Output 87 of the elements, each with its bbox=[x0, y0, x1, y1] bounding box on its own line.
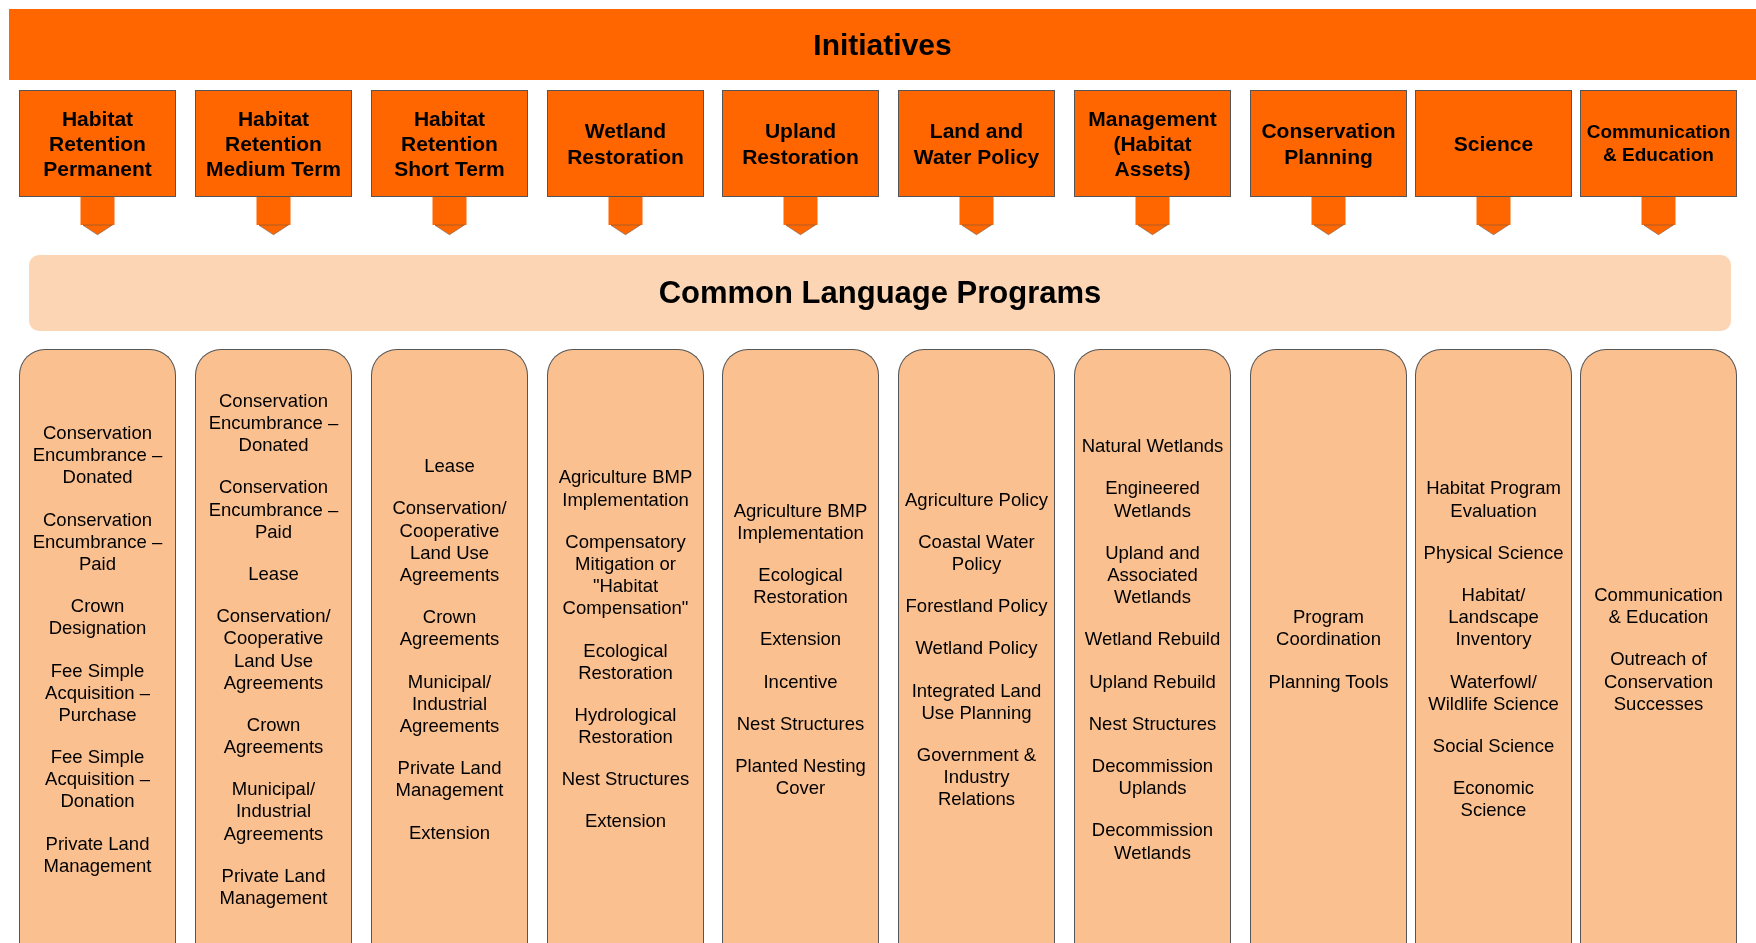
program-item: Outreach of Conservation Successes bbox=[1603, 648, 1714, 715]
program-item: Decommission Wetlands bbox=[1090, 819, 1215, 864]
initiative-box: Habitat Retention Permanent bbox=[19, 90, 176, 197]
program-item: Forestland Policy bbox=[905, 595, 1048, 618]
program-item: Crown Agreements bbox=[222, 713, 325, 759]
initiative-box: Communication & Education bbox=[1580, 90, 1737, 197]
block-arrow bbox=[959, 197, 994, 236]
program-band: Common Language Programs bbox=[29, 255, 1731, 331]
program-item: Program Coordination bbox=[1275, 606, 1382, 651]
program-item: Agriculture BMP Implementation bbox=[557, 466, 694, 511]
program-column bbox=[898, 349, 1055, 943]
program-item: Habitat Program Evaluation bbox=[1425, 477, 1562, 522]
program-item: Incentive bbox=[763, 670, 838, 693]
program-item: Wetland Rebuild bbox=[1084, 628, 1221, 651]
program-item: Crown Designation bbox=[47, 595, 148, 640]
program-item: Engineered Wetlands bbox=[1104, 477, 1201, 522]
program-item: Extension bbox=[408, 821, 491, 844]
program-item: Planning Tools bbox=[1268, 670, 1389, 693]
program-item: Conservation Encumbrance – Donated bbox=[207, 389, 340, 457]
title-banner: Initiatives bbox=[9, 9, 1756, 80]
program-item: Coastal Water Policy bbox=[917, 530, 1036, 576]
program-item: Conservation/ Cooperative Land Use Agreements bbox=[391, 497, 508, 587]
program-item: Economic Science bbox=[1451, 777, 1536, 822]
block-arrow bbox=[608, 197, 643, 236]
program-item: Municipal/ Industrial Agreements bbox=[222, 778, 325, 845]
program-column bbox=[722, 349, 879, 943]
initiative-box: Land and Water Policy bbox=[898, 90, 1055, 197]
block-arrow bbox=[1311, 197, 1346, 236]
program-item: Ecological Restoration bbox=[752, 564, 849, 609]
program-column bbox=[1074, 349, 1231, 943]
program-item: Social Science bbox=[1432, 734, 1555, 758]
initiative-box: Habitat Retention Medium Term bbox=[195, 90, 352, 197]
program-column bbox=[1415, 349, 1572, 943]
program-column bbox=[371, 349, 528, 943]
initiative-box: Conservation Planning bbox=[1250, 90, 1407, 197]
block-arrow bbox=[432, 197, 467, 236]
program-column bbox=[1250, 349, 1407, 943]
program-item: Physical Science bbox=[1423, 541, 1564, 565]
program-item: Communication & Education bbox=[1593, 584, 1724, 629]
initiative-box: Habitat Retention Short Term bbox=[371, 90, 528, 197]
initiative-box: Upland Restoration bbox=[722, 90, 879, 197]
initiative-box: Science bbox=[1415, 90, 1572, 197]
program-item: Conservation Encumbrance – Donated bbox=[31, 422, 164, 489]
block-arrow bbox=[80, 197, 115, 236]
block-arrow bbox=[256, 197, 291, 236]
program-item: Lease bbox=[424, 455, 475, 478]
program-item: Compensatory Mitigation or "Habitat Compensation" bbox=[561, 530, 690, 620]
program-item: Private Land Management bbox=[394, 757, 505, 802]
program-item: Municipal/ Industrial Agreements bbox=[398, 670, 501, 738]
program-item: Nest Structures bbox=[561, 768, 690, 791]
program-item: Private Land Management bbox=[42, 832, 153, 877]
program-item: Wetland Policy bbox=[915, 637, 1038, 660]
program-item: Hydrological Restoration bbox=[573, 703, 678, 749]
program-item: Upland Rebuild bbox=[1089, 670, 1216, 693]
block-arrow bbox=[783, 197, 818, 236]
program-item: Fee Simple Acquisition – Donation bbox=[44, 746, 151, 813]
program-item: Decommission Uplands bbox=[1090, 754, 1215, 800]
program-item: Crown Agreements bbox=[398, 606, 501, 651]
block-arrow bbox=[1641, 197, 1676, 236]
program-item: Natural Wetlands bbox=[1081, 435, 1224, 458]
program-item: Nest Structures bbox=[1088, 712, 1217, 735]
program-item: Conservation Encumbrance – Paid bbox=[31, 508, 164, 576]
block-arrow bbox=[1476, 197, 1511, 236]
initiative-box: Management (Habitat Assets) bbox=[1074, 90, 1231, 197]
initiative-box: Wetland Restoration bbox=[547, 90, 704, 197]
program-item: Conservation Encumbrance – Paid bbox=[207, 476, 340, 543]
program-item: Nest Structures bbox=[736, 712, 865, 735]
program-item: Conservation/ Cooperative Land Use Agreements bbox=[215, 605, 332, 694]
program-item: Fee Simple Acquisition – Purchase bbox=[44, 659, 151, 727]
program-item: Planted Nesting Cover bbox=[734, 754, 867, 800]
program-column bbox=[19, 349, 176, 943]
program-column bbox=[547, 349, 704, 943]
program-item: Extension bbox=[584, 810, 667, 833]
program-item: Waterfowl/ Wildlife Science bbox=[1427, 670, 1560, 715]
program-item: Habitat/ Landscape Inventory bbox=[1447, 584, 1540, 651]
program-item: Agriculture Policy bbox=[905, 488, 1048, 511]
program-item: Lease bbox=[248, 562, 299, 586]
program-item: Agriculture BMP Implementation bbox=[732, 499, 869, 545]
program-item: Integrated Land Use Planning bbox=[910, 679, 1043, 724]
program-item: Upland and Associated Wetlands bbox=[1104, 541, 1201, 609]
program-item: Government & Industry Relations bbox=[915, 743, 1038, 811]
program-item: Private Land Management bbox=[218, 864, 329, 910]
program-item: Ecological Restoration bbox=[577, 639, 674, 684]
program-item: Extension bbox=[759, 628, 842, 651]
program-column bbox=[195, 349, 352, 943]
block-arrow bbox=[1135, 197, 1170, 236]
program-column bbox=[1580, 349, 1737, 943]
